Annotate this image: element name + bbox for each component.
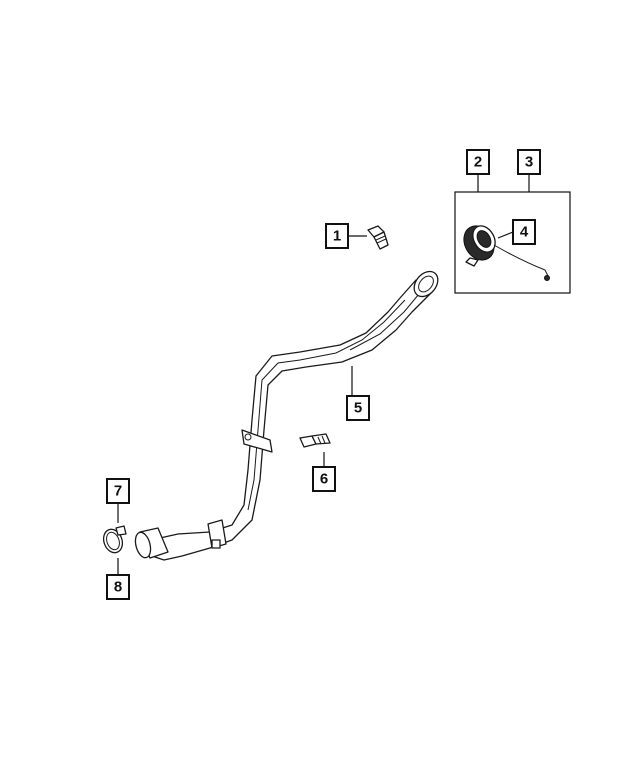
callout-3-label: 3 bbox=[525, 154, 533, 171]
callout-5-label: 5 bbox=[354, 400, 362, 417]
leader-lines bbox=[117, 174, 530, 575]
callout-2: 2 bbox=[466, 149, 490, 175]
callout-2-label: 2 bbox=[474, 154, 482, 171]
fuel-cap-icon bbox=[463, 225, 496, 267]
callout-1-label: 1 bbox=[333, 228, 341, 245]
callout-8-label: 8 bbox=[114, 579, 122, 596]
callout-6: 6 bbox=[312, 466, 336, 492]
tether-icon bbox=[493, 244, 550, 281]
callout-3: 3 bbox=[517, 149, 541, 175]
filler-tube-icon bbox=[134, 270, 439, 561]
bolt-icon bbox=[367, 225, 389, 250]
callout-1: 1 bbox=[325, 223, 349, 249]
callout-6-label: 6 bbox=[320, 471, 328, 488]
callout-7: 7 bbox=[106, 478, 130, 504]
callout-5: 5 bbox=[346, 395, 370, 421]
bolt-icon-6 bbox=[299, 433, 331, 448]
callout-4-label: 4 bbox=[520, 224, 529, 241]
cap-group-frame bbox=[454, 191, 571, 294]
callout-7-label: 7 bbox=[114, 483, 122, 500]
hose-clamp-icon bbox=[102, 525, 127, 554]
callout-4: 4 bbox=[512, 219, 536, 245]
callout-8: 8 bbox=[106, 574, 130, 600]
